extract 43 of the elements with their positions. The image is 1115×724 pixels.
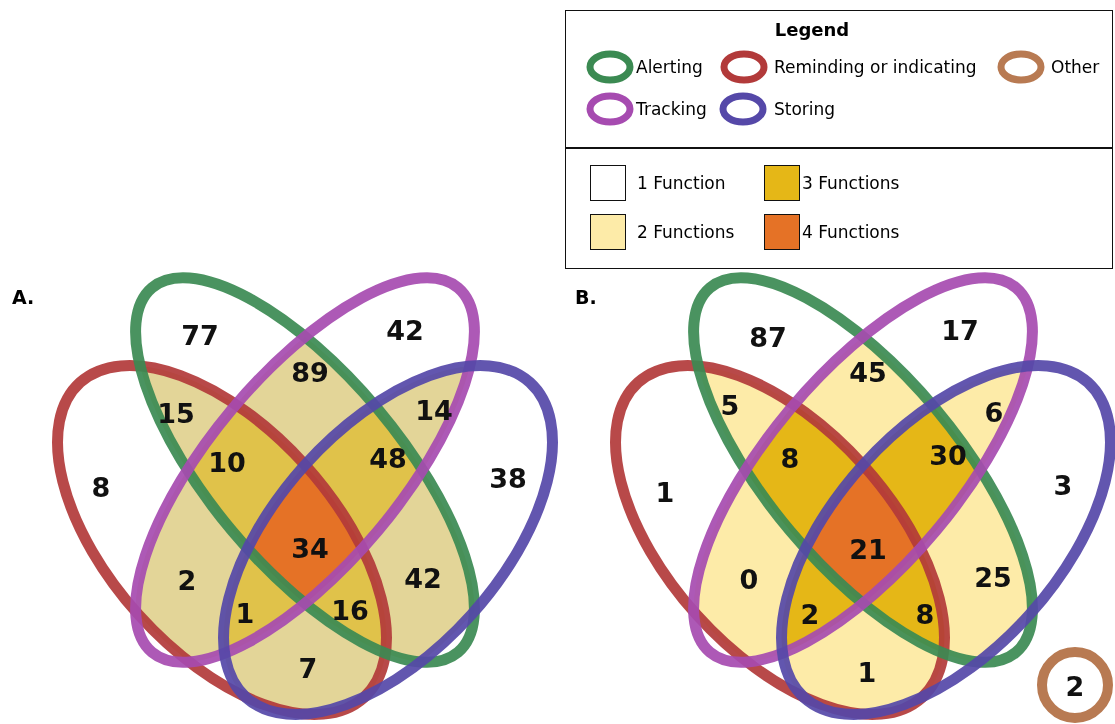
legend-label: Other — [1051, 58, 1100, 76]
region-count: 30 — [929, 441, 967, 469]
category-ring — [1036, 646, 1114, 724]
region-count: 2 — [177, 566, 197, 594]
region-count: 16 — [331, 596, 369, 624]
region-count: 17 — [941, 316, 979, 344]
legend-title: Legend — [774, 21, 850, 39]
legend-label: 1 Function — [637, 174, 726, 192]
panel-label: A. — [12, 288, 35, 307]
region-count: 0 — [739, 565, 759, 593]
region-count: 5 — [720, 391, 740, 419]
region-count: 34 — [291, 534, 329, 562]
region-count: 8 — [915, 600, 935, 628]
legend-label: 2 Functions — [637, 223, 735, 241]
legend-label: 3 Functions — [802, 174, 900, 192]
region-count: 8 — [780, 444, 800, 472]
region-count: 7 — [298, 654, 318, 682]
region-count: 77 — [181, 321, 219, 349]
region-count: 2 — [800, 600, 820, 628]
region-count: 45 — [849, 358, 887, 386]
region-count: 42 — [404, 564, 442, 592]
region-count: 38 — [489, 464, 527, 492]
region-count: 25 — [974, 563, 1012, 591]
panel-label: B. — [575, 288, 597, 307]
legend-label: Storing — [774, 100, 836, 118]
region-count: 42 — [386, 316, 424, 344]
region-count: 1 — [655, 478, 675, 506]
region-count: 89 — [291, 358, 329, 386]
region-count: 2 — [1065, 672, 1085, 700]
region-count: 6 — [984, 398, 1004, 426]
region-count: 3 — [1053, 471, 1073, 499]
legend-label: 4 Functions — [802, 223, 900, 241]
region-count: 48 — [369, 444, 407, 472]
region-count: 10 — [208, 448, 246, 476]
region-count: 1 — [235, 599, 255, 627]
region-count: 15 — [157, 399, 195, 427]
legend-label: Reminding or indicating — [774, 58, 977, 76]
region-count: 1 — [857, 658, 877, 686]
legend-label: Tracking — [636, 100, 707, 118]
region-count: 8 — [91, 473, 111, 501]
region-count: 87 — [749, 323, 787, 351]
legend-label: Alerting — [636, 58, 703, 76]
region-count: 21 — [849, 535, 887, 563]
